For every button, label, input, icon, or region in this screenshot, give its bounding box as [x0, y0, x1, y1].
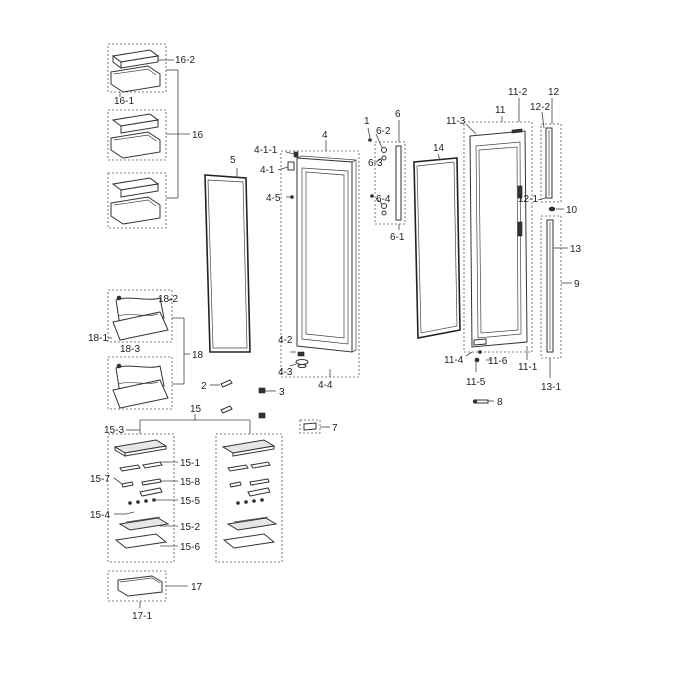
- label-12-1: 12-1: [518, 194, 538, 205]
- label-11: 11: [495, 105, 506, 116]
- part-group-18-baskets: [107, 289, 190, 410]
- label-6-1: 6-1: [390, 232, 405, 243]
- label-16-1: 16-1: [114, 96, 134, 107]
- label-15-7: 15-7: [90, 474, 110, 485]
- label-12-2: 12-2: [530, 102, 550, 113]
- label-4-1-1: 4-1-1: [254, 145, 278, 156]
- label-6: 6: [395, 109, 401, 120]
- label-10: 10: [566, 205, 578, 216]
- label-15-5: 15-5: [180, 496, 200, 507]
- label-4-5: 4-5: [266, 193, 281, 204]
- label-11-5: 11-5: [466, 377, 486, 388]
- part-11-door-assembly: [463, 98, 533, 372]
- part-7-bracket: [299, 419, 330, 434]
- label-2: 2: [201, 381, 207, 392]
- label-16-2: 16-2: [175, 55, 195, 66]
- part-group-16-door-bins: [107, 43, 190, 229]
- label-4-3: 4-3: [278, 367, 293, 378]
- label-15-3: 15-3: [104, 425, 124, 436]
- label-6-2: 6-2: [376, 126, 391, 137]
- label-18: 18: [192, 350, 204, 361]
- part-4-door-assembly: [277, 140, 360, 378]
- part-small-2-3: [210, 379, 276, 419]
- part-14-door-gasket: [413, 153, 461, 339]
- label-13: 13: [570, 244, 582, 255]
- label-17: 17: [191, 582, 203, 593]
- label-18-2: 18-2: [158, 294, 178, 305]
- label-15-4: 15-4: [90, 510, 110, 521]
- label-7: 7: [332, 423, 338, 434]
- label-13-1: 13-1: [541, 382, 561, 393]
- label-11-3: 11-3: [446, 116, 466, 127]
- label-14: 14: [433, 143, 445, 154]
- label-8: 8: [497, 397, 503, 408]
- part-12-13-side-strips: [537, 98, 572, 378]
- label-3: 3: [279, 387, 285, 398]
- label-16: 16: [192, 130, 204, 141]
- part-group-17-bottom-bin: [107, 570, 188, 608]
- label-17-1: 17-1: [132, 611, 152, 622]
- label-4: 4: [322, 130, 328, 141]
- label-15-6: 15-6: [180, 542, 200, 553]
- label-18-3: 18-3: [120, 344, 140, 355]
- label-11-1: 11-1: [518, 362, 538, 373]
- label-6-3: 6-3: [368, 158, 383, 169]
- label-4-4: 4-4: [318, 380, 333, 391]
- part-1-6-hinge-group: [367, 120, 406, 230]
- label-15-8: 15-8: [180, 477, 200, 488]
- part-group-15-door-shelves: [107, 414, 283, 563]
- label-6-4: 6-4: [376, 194, 391, 205]
- label-5: 5: [230, 155, 236, 166]
- label-4-2: 4-2: [278, 335, 293, 346]
- label-15-2: 15-2: [180, 522, 200, 533]
- label-11-4: 11-4: [444, 355, 464, 366]
- part-8-screw: [472, 399, 494, 404]
- label-1: 1: [364, 116, 370, 127]
- label-4-1: 4-1: [260, 165, 275, 176]
- label-9: 9: [574, 279, 580, 290]
- part-5-door-gasket: [204, 168, 251, 353]
- label-11-2: 11-2: [508, 87, 528, 98]
- label-11-6: 11-6: [488, 356, 508, 367]
- label-15: 15: [190, 404, 202, 415]
- label-12: 12: [548, 87, 560, 98]
- label-15-1: 15-1: [180, 458, 200, 469]
- label-18-1: 18-1: [88, 333, 108, 344]
